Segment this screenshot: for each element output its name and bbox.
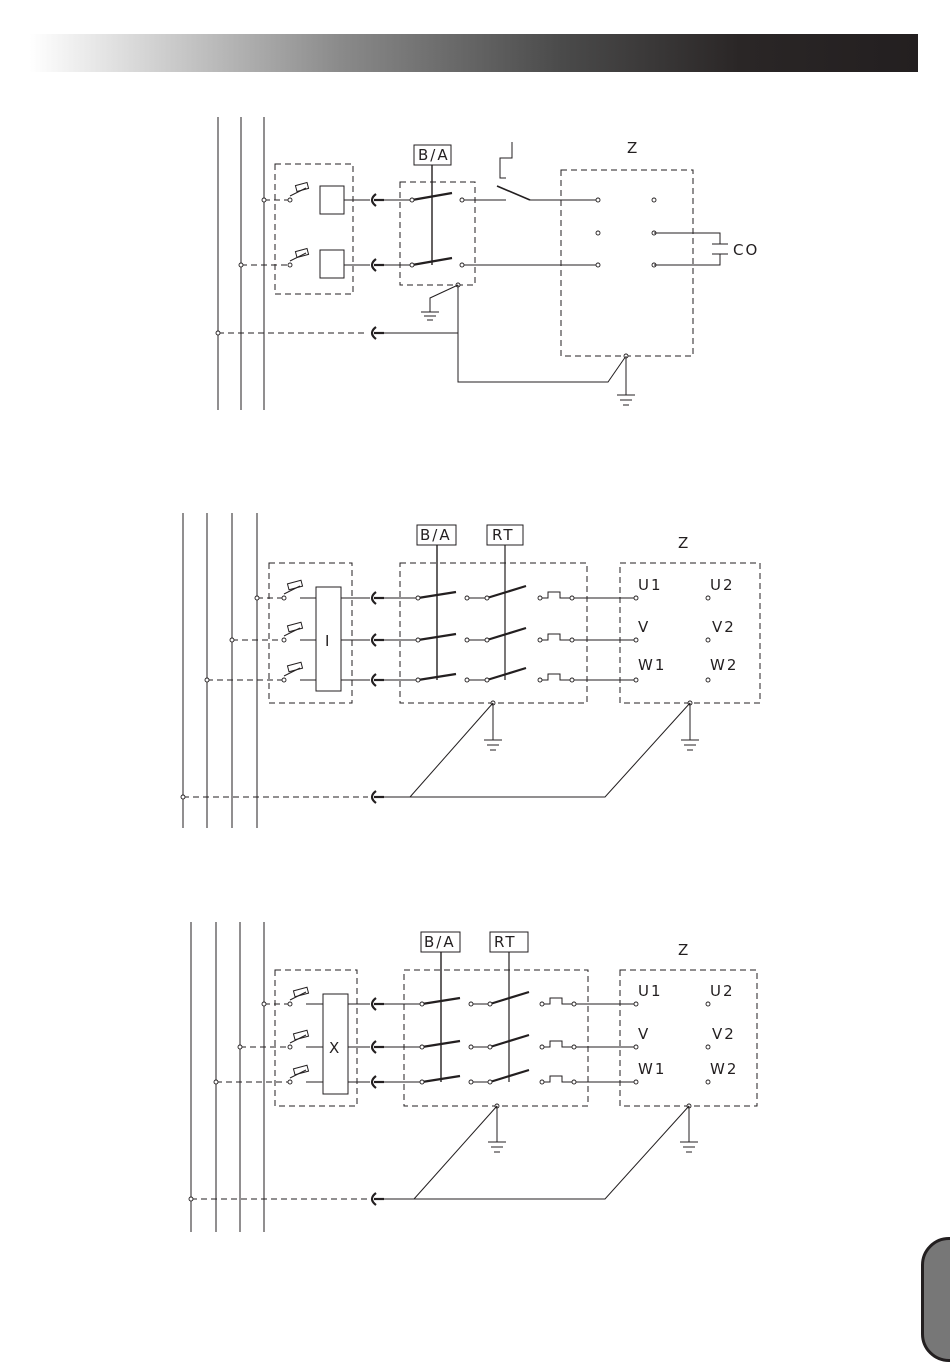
block-label-3: X — [329, 1039, 341, 1057]
terminal-u2-2: U2 — [710, 576, 735, 594]
z-label-1: Z — [627, 139, 639, 157]
diagram-3-three-phase — [189, 922, 757, 1232]
terminal-u1-3: U1 — [638, 982, 663, 1000]
ba-label-2: B/A — [420, 526, 452, 544]
diagram-2-three-phase — [181, 513, 760, 828]
diagram-1-single-phase — [216, 117, 728, 410]
rt-label-3: RT — [494, 933, 517, 951]
terminal-w1-3: W1 — [638, 1060, 666, 1078]
block-label-2: I — [325, 632, 331, 650]
z-label-3: Z — [678, 941, 690, 959]
terminal-w1-2: W1 — [638, 656, 666, 674]
terminal-w2-3: W2 — [710, 1060, 738, 1078]
terminal-v-2: V — [638, 618, 650, 636]
terminal-v2-2: V2 — [712, 618, 736, 636]
terminal-u1-2: U1 — [638, 576, 663, 594]
capacitor-label: CO — [733, 241, 759, 259]
terminal-v-3: V — [638, 1025, 650, 1043]
terminal-u2-3: U2 — [710, 982, 735, 1000]
z-label-2: Z — [678, 534, 690, 552]
terminal-v2-3: V2 — [712, 1025, 736, 1043]
ba-label-1: B/A — [418, 146, 450, 164]
rt-label-2: RT — [492, 526, 515, 544]
section-side-tab — [921, 1237, 950, 1362]
terminal-w2-2: W2 — [710, 656, 738, 674]
ba-label-3: B/A — [424, 933, 456, 951]
